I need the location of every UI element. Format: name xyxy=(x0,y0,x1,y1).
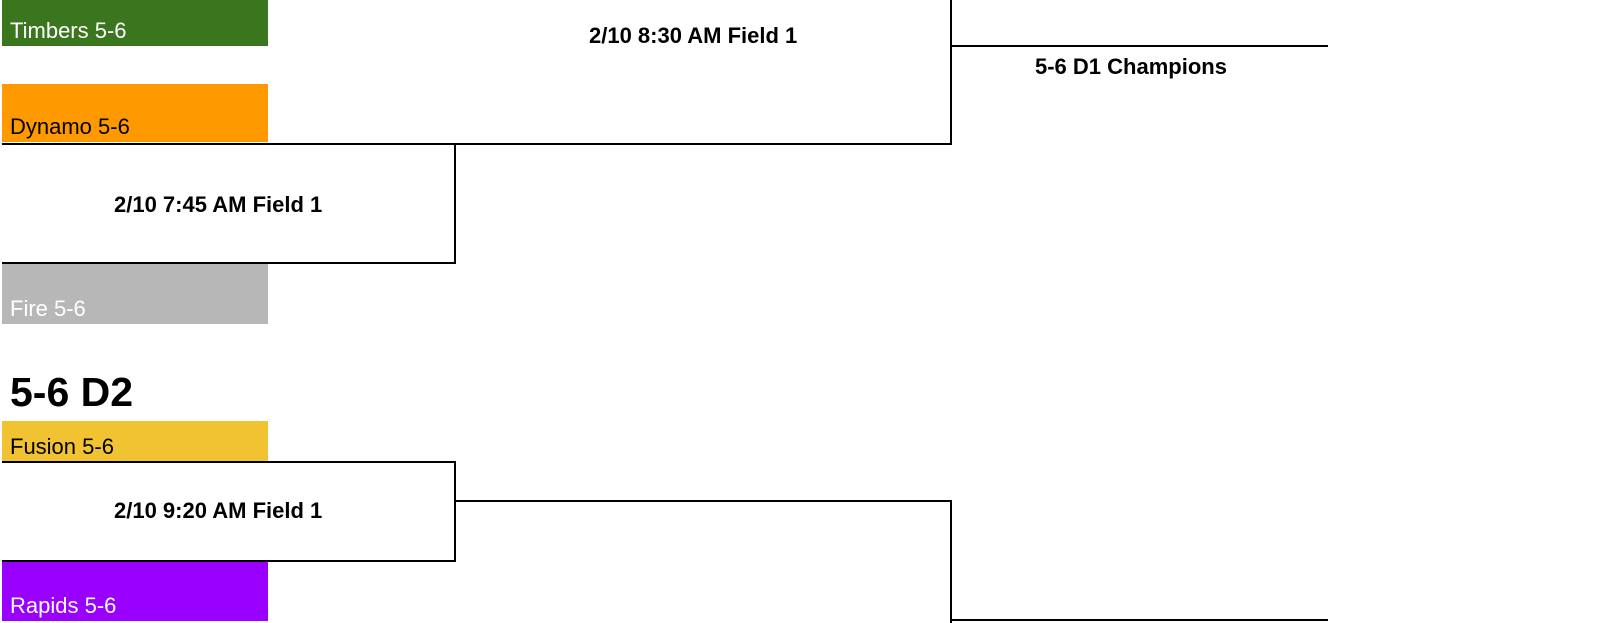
match-label-d2-semi: 2/10 9:20 AM Field 1 xyxy=(114,498,323,523)
team-timbers: Timbers 5-6 xyxy=(2,0,268,46)
team-fire: Fire 5-6 xyxy=(2,264,268,324)
bracket-line-d2-final-top xyxy=(454,500,952,502)
bracket-line-d2-semi-bottom xyxy=(2,560,456,562)
bracket-line-d2-semi-top xyxy=(2,461,456,463)
bracket-line-d1-champion xyxy=(950,45,1328,47)
team-rapids: Rapids 5-6 xyxy=(2,561,268,621)
match-label-d1-semi: 2/10 7:45 AM Field 1 xyxy=(114,192,323,217)
team-fusion: Fusion 5-6 xyxy=(2,421,268,462)
bracket-line-d1-final-vertical xyxy=(950,0,952,145)
bracket-line-d2-champion xyxy=(950,619,1328,621)
bracket-line-d1-semi-bottom xyxy=(2,262,456,264)
bracket-line-d1-semi-top xyxy=(2,143,456,145)
champion-label-d1: 5-6 D1 Champions xyxy=(1035,54,1227,79)
bracket-line-d1-semi-vertical xyxy=(454,143,456,264)
bracket-line-d1-final-bottom xyxy=(454,143,952,145)
division-title-d2: 5-6 D2 xyxy=(10,369,134,415)
match-label-d1-final: 2/10 8:30 AM Field 1 xyxy=(589,23,798,48)
team-dynamo: Dynamo 5-6 xyxy=(2,84,268,142)
bracket-line-d2-semi-vertical xyxy=(454,461,456,562)
bracket-line-d2-final-vertical xyxy=(950,500,952,623)
